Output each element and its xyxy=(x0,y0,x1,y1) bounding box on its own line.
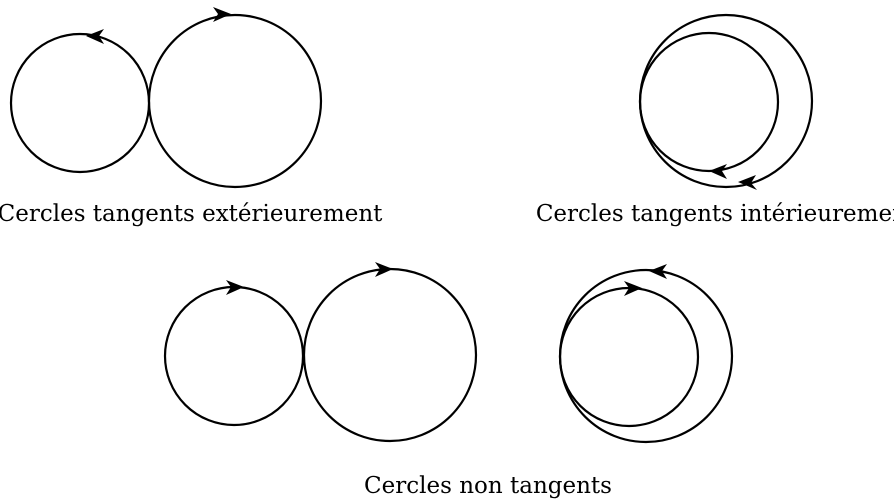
non-tangent-group: Cercles non tangents xyxy=(163,262,734,499)
nontangent-right-inner-arrow-icon xyxy=(624,281,642,296)
external-small-arrow-icon xyxy=(86,29,104,44)
external-large-circle xyxy=(147,13,323,189)
external-tangent-group: Cercles tangents extérieurement xyxy=(0,7,383,227)
internal-tangent-group: Cercles tangents intérieurement xyxy=(536,13,894,227)
nontangent-left-large-circle xyxy=(302,267,478,443)
nontangent-left-small-circle xyxy=(163,285,305,427)
nontangent-right-outer-arrow-icon xyxy=(649,264,667,279)
caption-external: Cercles tangents extérieurement xyxy=(0,201,383,227)
internal-outer-circle xyxy=(638,13,814,189)
nontangent-left-large-arrow-icon xyxy=(375,262,393,277)
nontangent-right-outer-circle xyxy=(558,268,734,444)
external-large-arrow-icon xyxy=(213,7,231,22)
caption-internal: Cercles tangents intérieurement xyxy=(536,201,894,227)
nontangent-right-inner-circle xyxy=(558,286,700,428)
caption-non-tangent: Cercles non tangents xyxy=(364,473,612,499)
external-small-circle xyxy=(9,32,151,174)
internal-outer-arrow-icon xyxy=(738,175,757,190)
internal-inner-circle xyxy=(638,31,780,173)
nontangent-left-small-arrow-icon xyxy=(226,280,244,295)
internal-inner-arrow-icon xyxy=(709,164,727,179)
